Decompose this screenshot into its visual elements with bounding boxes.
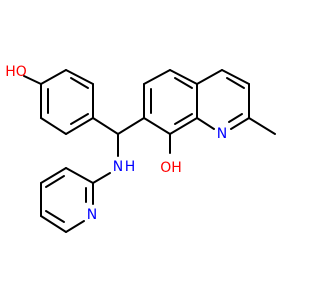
molecule-canvas: HO N N H N OH [5, 64, 276, 233]
pyridine-ring-bond [40, 167, 67, 184]
amine-nitrogen-label: N [113, 159, 123, 175]
quinoline-ring-bond [228, 113, 243, 123]
phenol-ring-bond [70, 77, 89, 89]
quinoline-ring-bond [174, 77, 193, 89]
bond-layer [23, 69, 276, 233]
quinoline-ring-bond [174, 113, 193, 125]
pyridine-ring-bond [45, 210, 65, 223]
amine-hydrogen-label: H [125, 159, 136, 175]
phenol-ring-bond [40, 69, 67, 85]
pyridine-ring-bond [45, 175, 65, 188]
quinoline-ring-bond [226, 77, 245, 89]
quinoline-ring-bond [230, 117, 250, 130]
phenol-ring-bond [65, 117, 94, 135]
quinoline-ring-bond [143, 69, 171, 85]
quinoline-ring-bond [169, 69, 198, 85]
methyl-bond [248, 117, 276, 135]
phenol-methine-bond [92, 117, 119, 135]
quinoline-ring-bond [169, 117, 198, 135]
molecule-structure: HO N N H N OH [5, 64, 276, 233]
hydroxyl-quinoline-label: OH [160, 160, 182, 176]
amine-pyridine-bond [92, 172, 111, 184]
quinoline-ring-bond [196, 69, 223, 85]
hydroxyl-phenol-label: HO [5, 64, 27, 80]
quinoline-ring-bond [143, 117, 171, 135]
quinoline-nitrogen-label: N [217, 126, 227, 142]
phenol-oxygen-bond [23, 75, 42, 85]
quinoline-ring-bond [221, 69, 250, 85]
phenol-ring-bond [70, 113, 89, 125]
methine-quinoline-bond [117, 117, 145, 135]
pyridine-ring-bond [65, 167, 94, 184]
quinoline-ring-bond [196, 117, 215, 130]
pyridine-ring-bond [40, 215, 67, 233]
phenol-ring-bond [40, 117, 67, 135]
pyridine-ring-bond [65, 220, 85, 233]
atom-label-layer: HO N N H N OH [5, 64, 227, 223]
pyridine-nitrogen-label: N [87, 207, 97, 223]
phenol-ring-bond [65, 69, 94, 85]
